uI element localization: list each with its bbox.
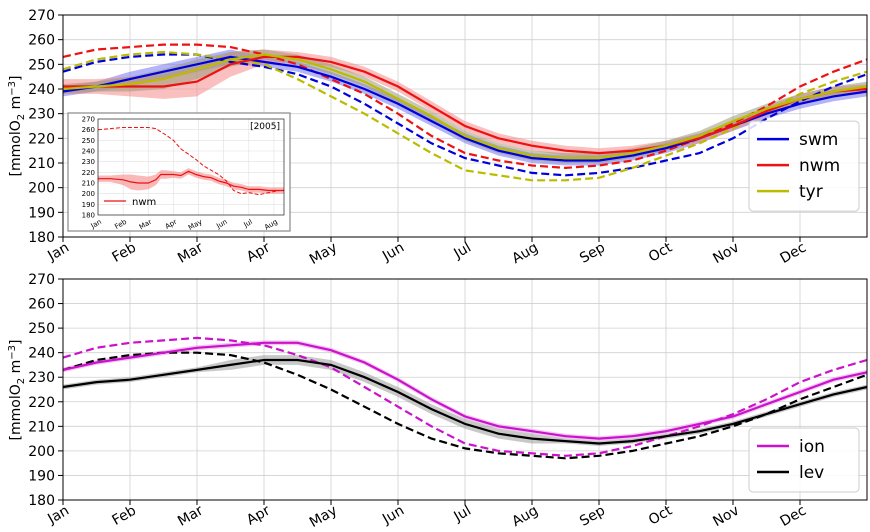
month-label: Jun: [379, 240, 407, 265]
inset-y-tick-label: 240: [82, 148, 95, 156]
legend-label-swm: swm: [799, 130, 838, 150]
inset-month-label: Jul: [242, 218, 254, 230]
y-tick-label: 220: [28, 395, 55, 411]
month-label: Sep: [577, 240, 608, 267]
y-axis-label-unit: m: [8, 360, 24, 378]
month-label: Apr: [244, 239, 273, 265]
month-label: Sep: [577, 503, 608, 530]
month-label: May: [307, 503, 340, 531]
inset-series-solid-line: [98, 170, 284, 192]
inset-legend-label: nwm: [132, 197, 156, 208]
y-axis-label: [mmolO2 m−3]: [7, 340, 27, 441]
series-lev-dashed-line: [62, 351, 868, 460]
y-tick-label: 260: [28, 297, 55, 313]
inset-y-tick-label: 260: [82, 126, 95, 134]
inset-y-tick-label: 200: [82, 190, 95, 198]
y-axis-label-subscript: 2: [16, 378, 27, 384]
month-label: Nov: [710, 503, 742, 531]
y-axis-label-main: [mmolO: [8, 120, 24, 176]
y-axis-label-close: ]: [8, 76, 24, 81]
month-label: Nov: [710, 240, 742, 268]
y-tick-label: 250: [28, 57, 55, 73]
legend-box: [748, 427, 860, 493]
month-label: Dec: [778, 240, 809, 267]
inset-y-tick-label: 220: [82, 169, 95, 177]
month-label: Oct: [646, 239, 675, 265]
month-label: Mar: [175, 502, 206, 529]
month-label: Jul: [450, 240, 474, 263]
inset-y-tick-label: 270: [82, 116, 95, 124]
axes-frame: [62, 278, 868, 501]
month-label: Mar: [175, 239, 206, 266]
month-label: Apr: [244, 502, 273, 528]
series-nwm-dashed-line: [62, 43, 868, 170]
y-tick-label: 200: [28, 444, 55, 460]
y-axis-label-close: ]: [8, 340, 24, 345]
axes-frame: [62, 14, 868, 238]
series-ion-solid-line: [62, 341, 868, 440]
series-nwm-solid-line: [63, 55, 868, 155]
month-label: Feb: [110, 503, 140, 529]
month-label: Jun: [379, 503, 407, 528]
y-tick-label: 230: [28, 370, 55, 386]
y-tick-label: 190: [28, 205, 55, 221]
series-ion-dashed-line: [62, 336, 868, 457]
inset-background: [67, 112, 291, 232]
series-tyr-solid-line: [62, 53, 868, 160]
y-axis-label-superscript: −3: [7, 345, 18, 360]
inset-title: [2005]: [250, 122, 280, 132]
y-tick-label: 220: [28, 131, 55, 147]
y-axis-label-superscript: −3: [7, 81, 18, 96]
y-tick-label: 260: [28, 33, 55, 49]
y-axis-label-subscript: 2: [16, 114, 27, 120]
series-lev-solid-line: [62, 358, 868, 445]
y-axis-label-unit: m: [8, 96, 24, 114]
inset-series-dashed-line: [97, 127, 284, 196]
y-tick-label: 240: [28, 82, 55, 98]
y-tick-label: 210: [28, 419, 55, 435]
series-swm-band: [63, 49, 867, 166]
month-label: Feb: [110, 240, 140, 266]
month-label: Jul: [450, 503, 474, 526]
legend-label-nwm: nwm: [799, 156, 840, 176]
inset-y-tick-label: 190: [82, 201, 95, 209]
month-label: Oct: [646, 502, 675, 528]
y-tick-label: 180: [28, 493, 55, 509]
inset-y-tick-label: 180: [82, 212, 95, 220]
inset-y-tick-label: 230: [82, 158, 95, 166]
y-tick-label: 190: [28, 468, 55, 484]
y-tick-label: 200: [28, 181, 55, 197]
month-label: Dec: [778, 503, 809, 530]
month-label: Aug: [509, 503, 541, 531]
y-tick-label: 270: [28, 8, 55, 24]
y-tick-label: 230: [28, 107, 55, 123]
y-tick-label: 210: [28, 156, 55, 172]
legend: swm nwm tyr: [748, 120, 860, 212]
legend-label-lev: lev: [799, 463, 824, 483]
y-tick-label: 250: [28, 321, 55, 337]
month-label: Aug: [509, 240, 541, 268]
series-lev-band: [63, 355, 867, 446]
y-axis-label: [mmolO2 m−3]: [7, 76, 27, 177]
series-tyr-dashed-line: [62, 50, 868, 182]
y-tick-label: 180: [28, 230, 55, 246]
y-axis-label-main: [mmolO: [8, 384, 24, 440]
month-label: May: [307, 240, 340, 268]
inset-axes-frame: [97, 118, 285, 216]
y-tick-label: 270: [28, 272, 55, 288]
legend-box: [748, 120, 860, 212]
series-tyr-band: [63, 49, 867, 163]
legend: ion lev: [748, 427, 860, 493]
inset-y-tick-label: 250: [82, 137, 95, 145]
legend-label-ion: ion: [799, 437, 825, 457]
legend-label-tyr: tyr: [799, 182, 823, 202]
y-tick-label: 240: [28, 346, 55, 362]
inset-y-tick-label: 210: [82, 180, 95, 188]
